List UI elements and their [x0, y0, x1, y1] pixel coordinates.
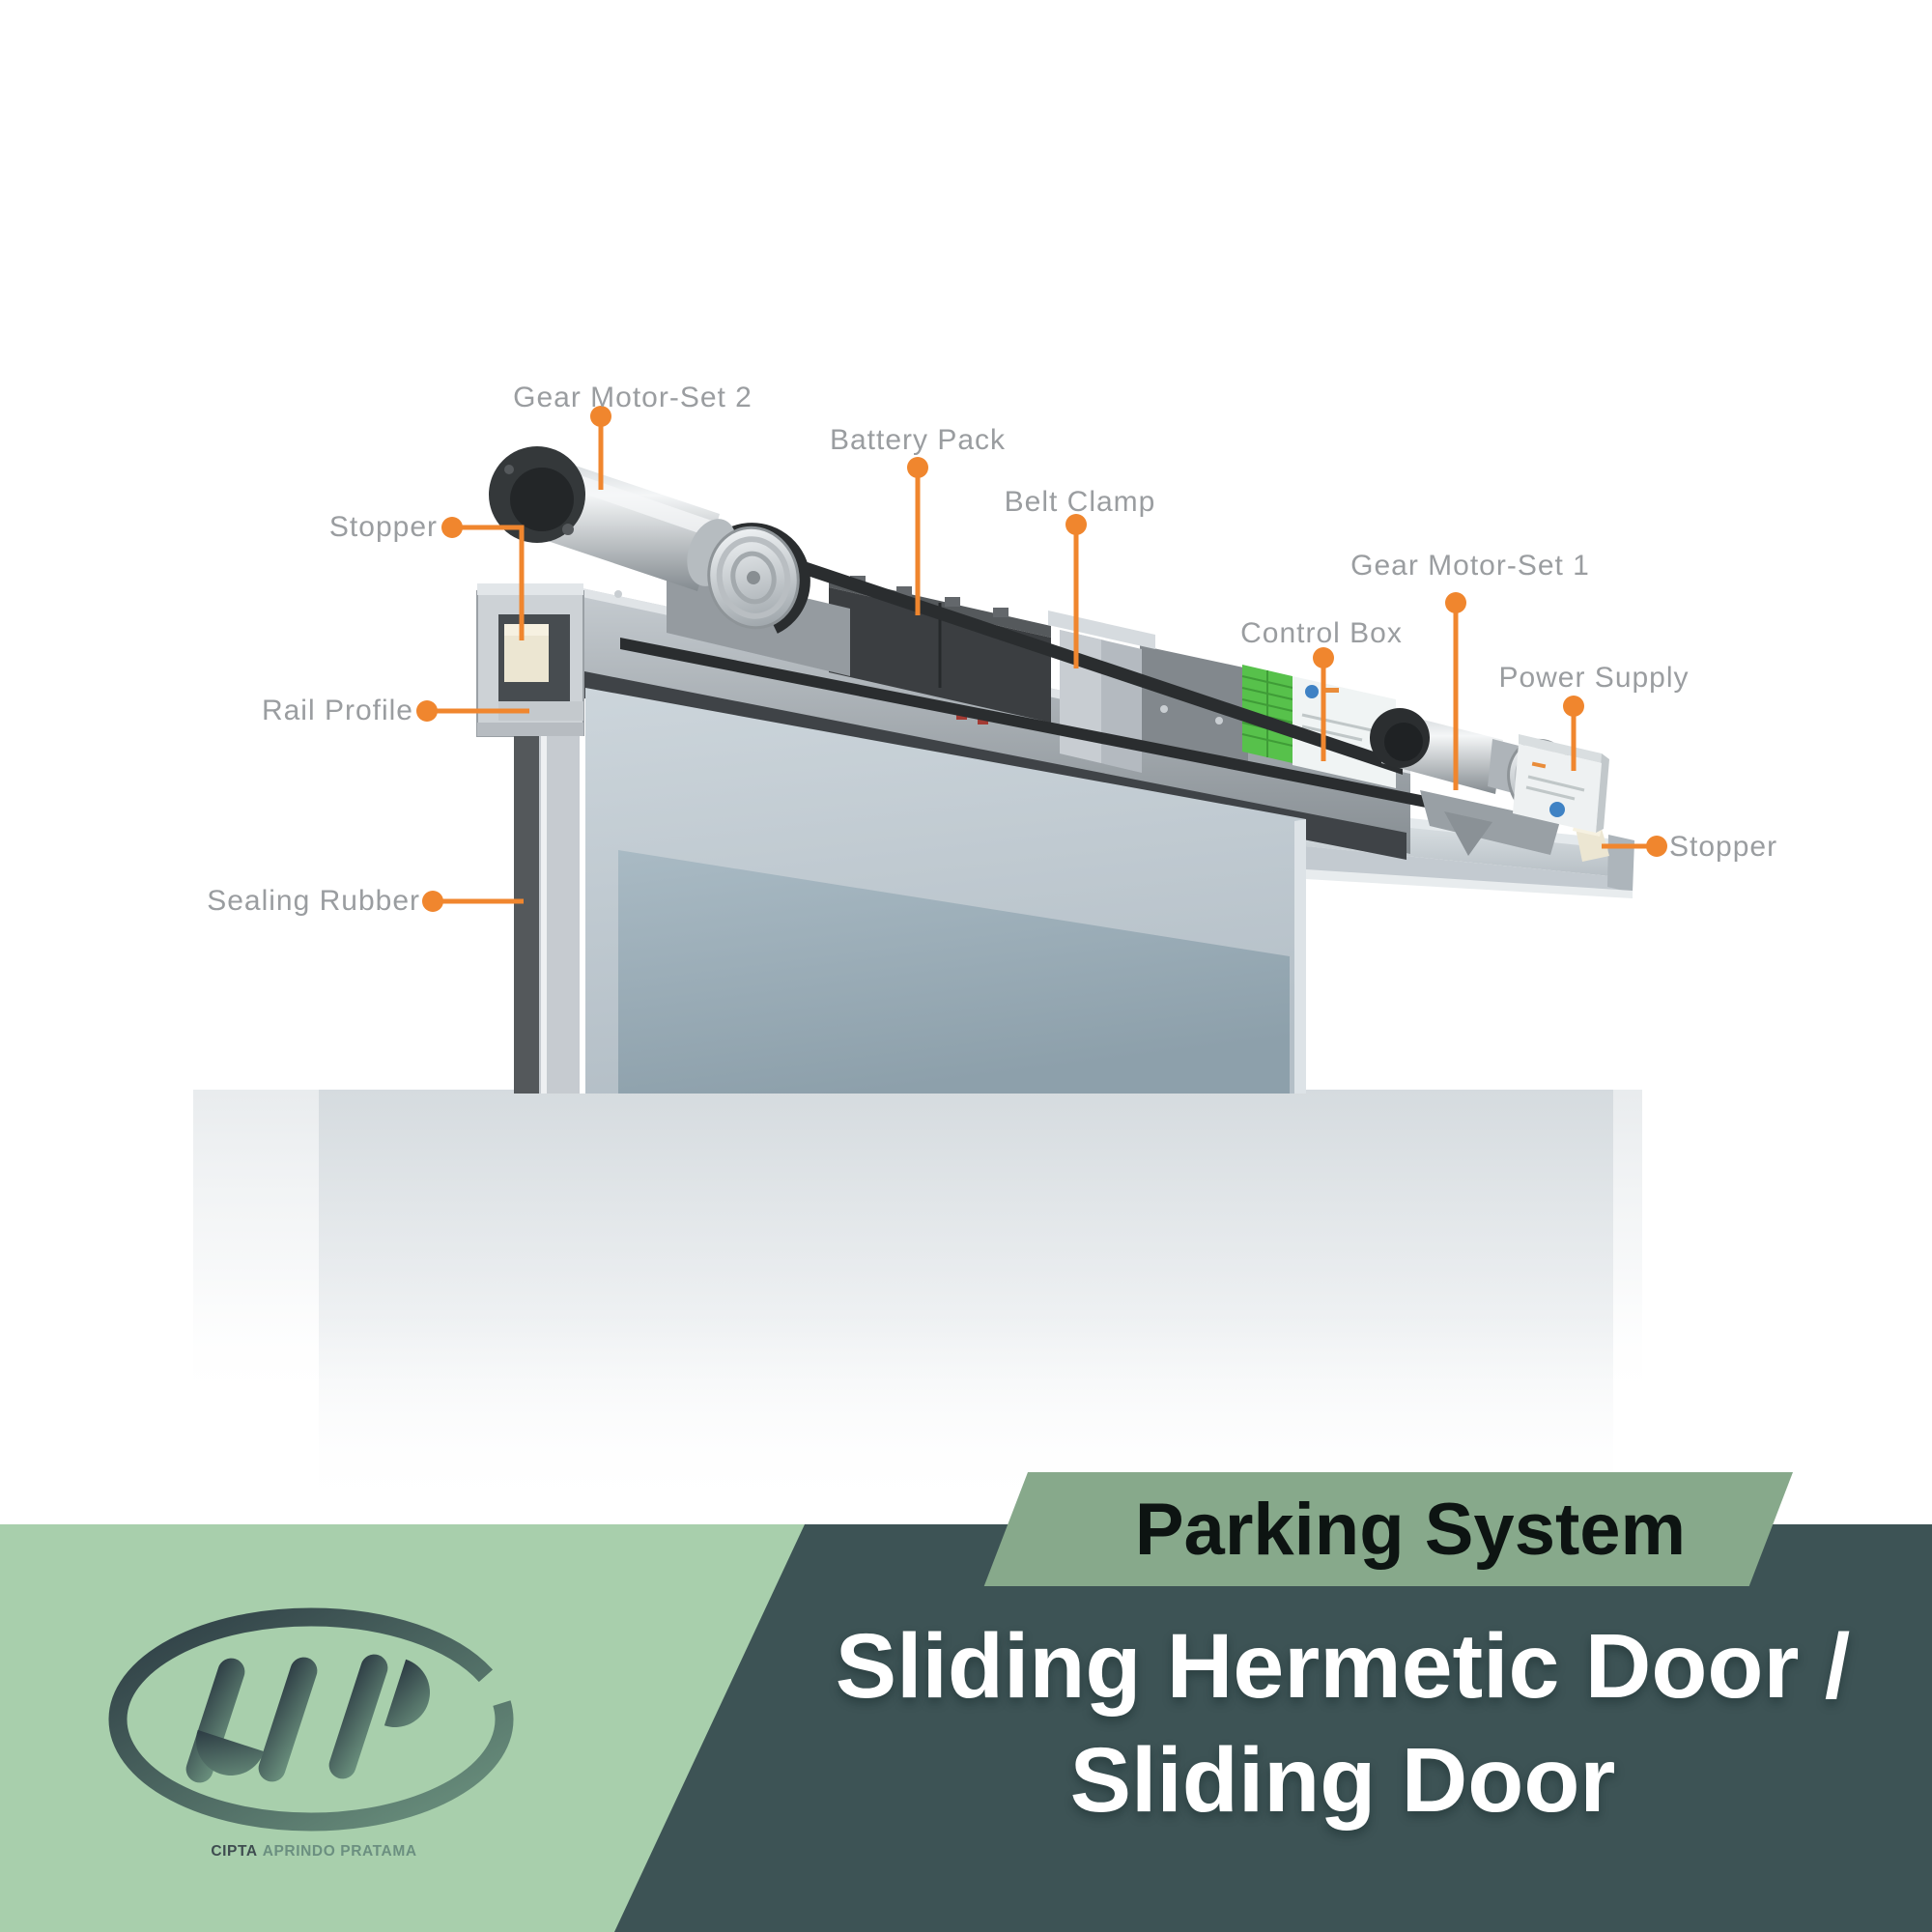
power-supply-part: [1513, 734, 1609, 833]
label-battery-pack: Battery Pack: [829, 424, 1007, 456]
gear-motor-2-part: [489, 446, 850, 676]
logo-mark: [108, 1607, 514, 1832]
company-logo: [108, 1607, 514, 1832]
product-title-line2: Sliding Door: [1069, 1729, 1616, 1832]
label-power-supply: Power Supply: [1498, 662, 1690, 694]
logo-caption-part1: CIPTA: [211, 1843, 258, 1860]
label-belt-clamp: Belt Clamp: [1004, 486, 1156, 518]
stopper-left-part: [504, 624, 549, 682]
product-title: Sliding Hermetic Door / Sliding Door: [734, 1609, 1932, 1837]
leader-lines: [416, 406, 1667, 912]
product-title-line1: Sliding Hermetic Door /: [835, 1615, 1851, 1718]
label-gear-motor-set-1: Gear Motor-Set 1: [1350, 550, 1590, 582]
footer-right-panel: [614, 1524, 1932, 1932]
label-gear-motor-set-2: Gear Motor-Set 2: [513, 382, 753, 413]
label-sealing-rubber: Sealing Rubber: [207, 885, 420, 917]
label-stopper-right: Stopper: [1669, 831, 1778, 863]
door-shadow: [193, 1090, 1642, 1515]
logo-caption-part2: APRINDO PRATAMA: [262, 1843, 417, 1860]
label-stopper-left: Stopper: [328, 511, 438, 543]
label-rail-profile: Rail Profile: [261, 695, 413, 726]
door-panel: [585, 688, 1306, 1094]
drive-belt: [620, 551, 1534, 829]
label-control-box: Control Box: [1240, 617, 1403, 649]
control-box-part: [1241, 665, 1396, 788]
category-banner-label: Parking System: [1134, 1488, 1687, 1571]
sealing-rubber-part: [514, 736, 586, 1094]
